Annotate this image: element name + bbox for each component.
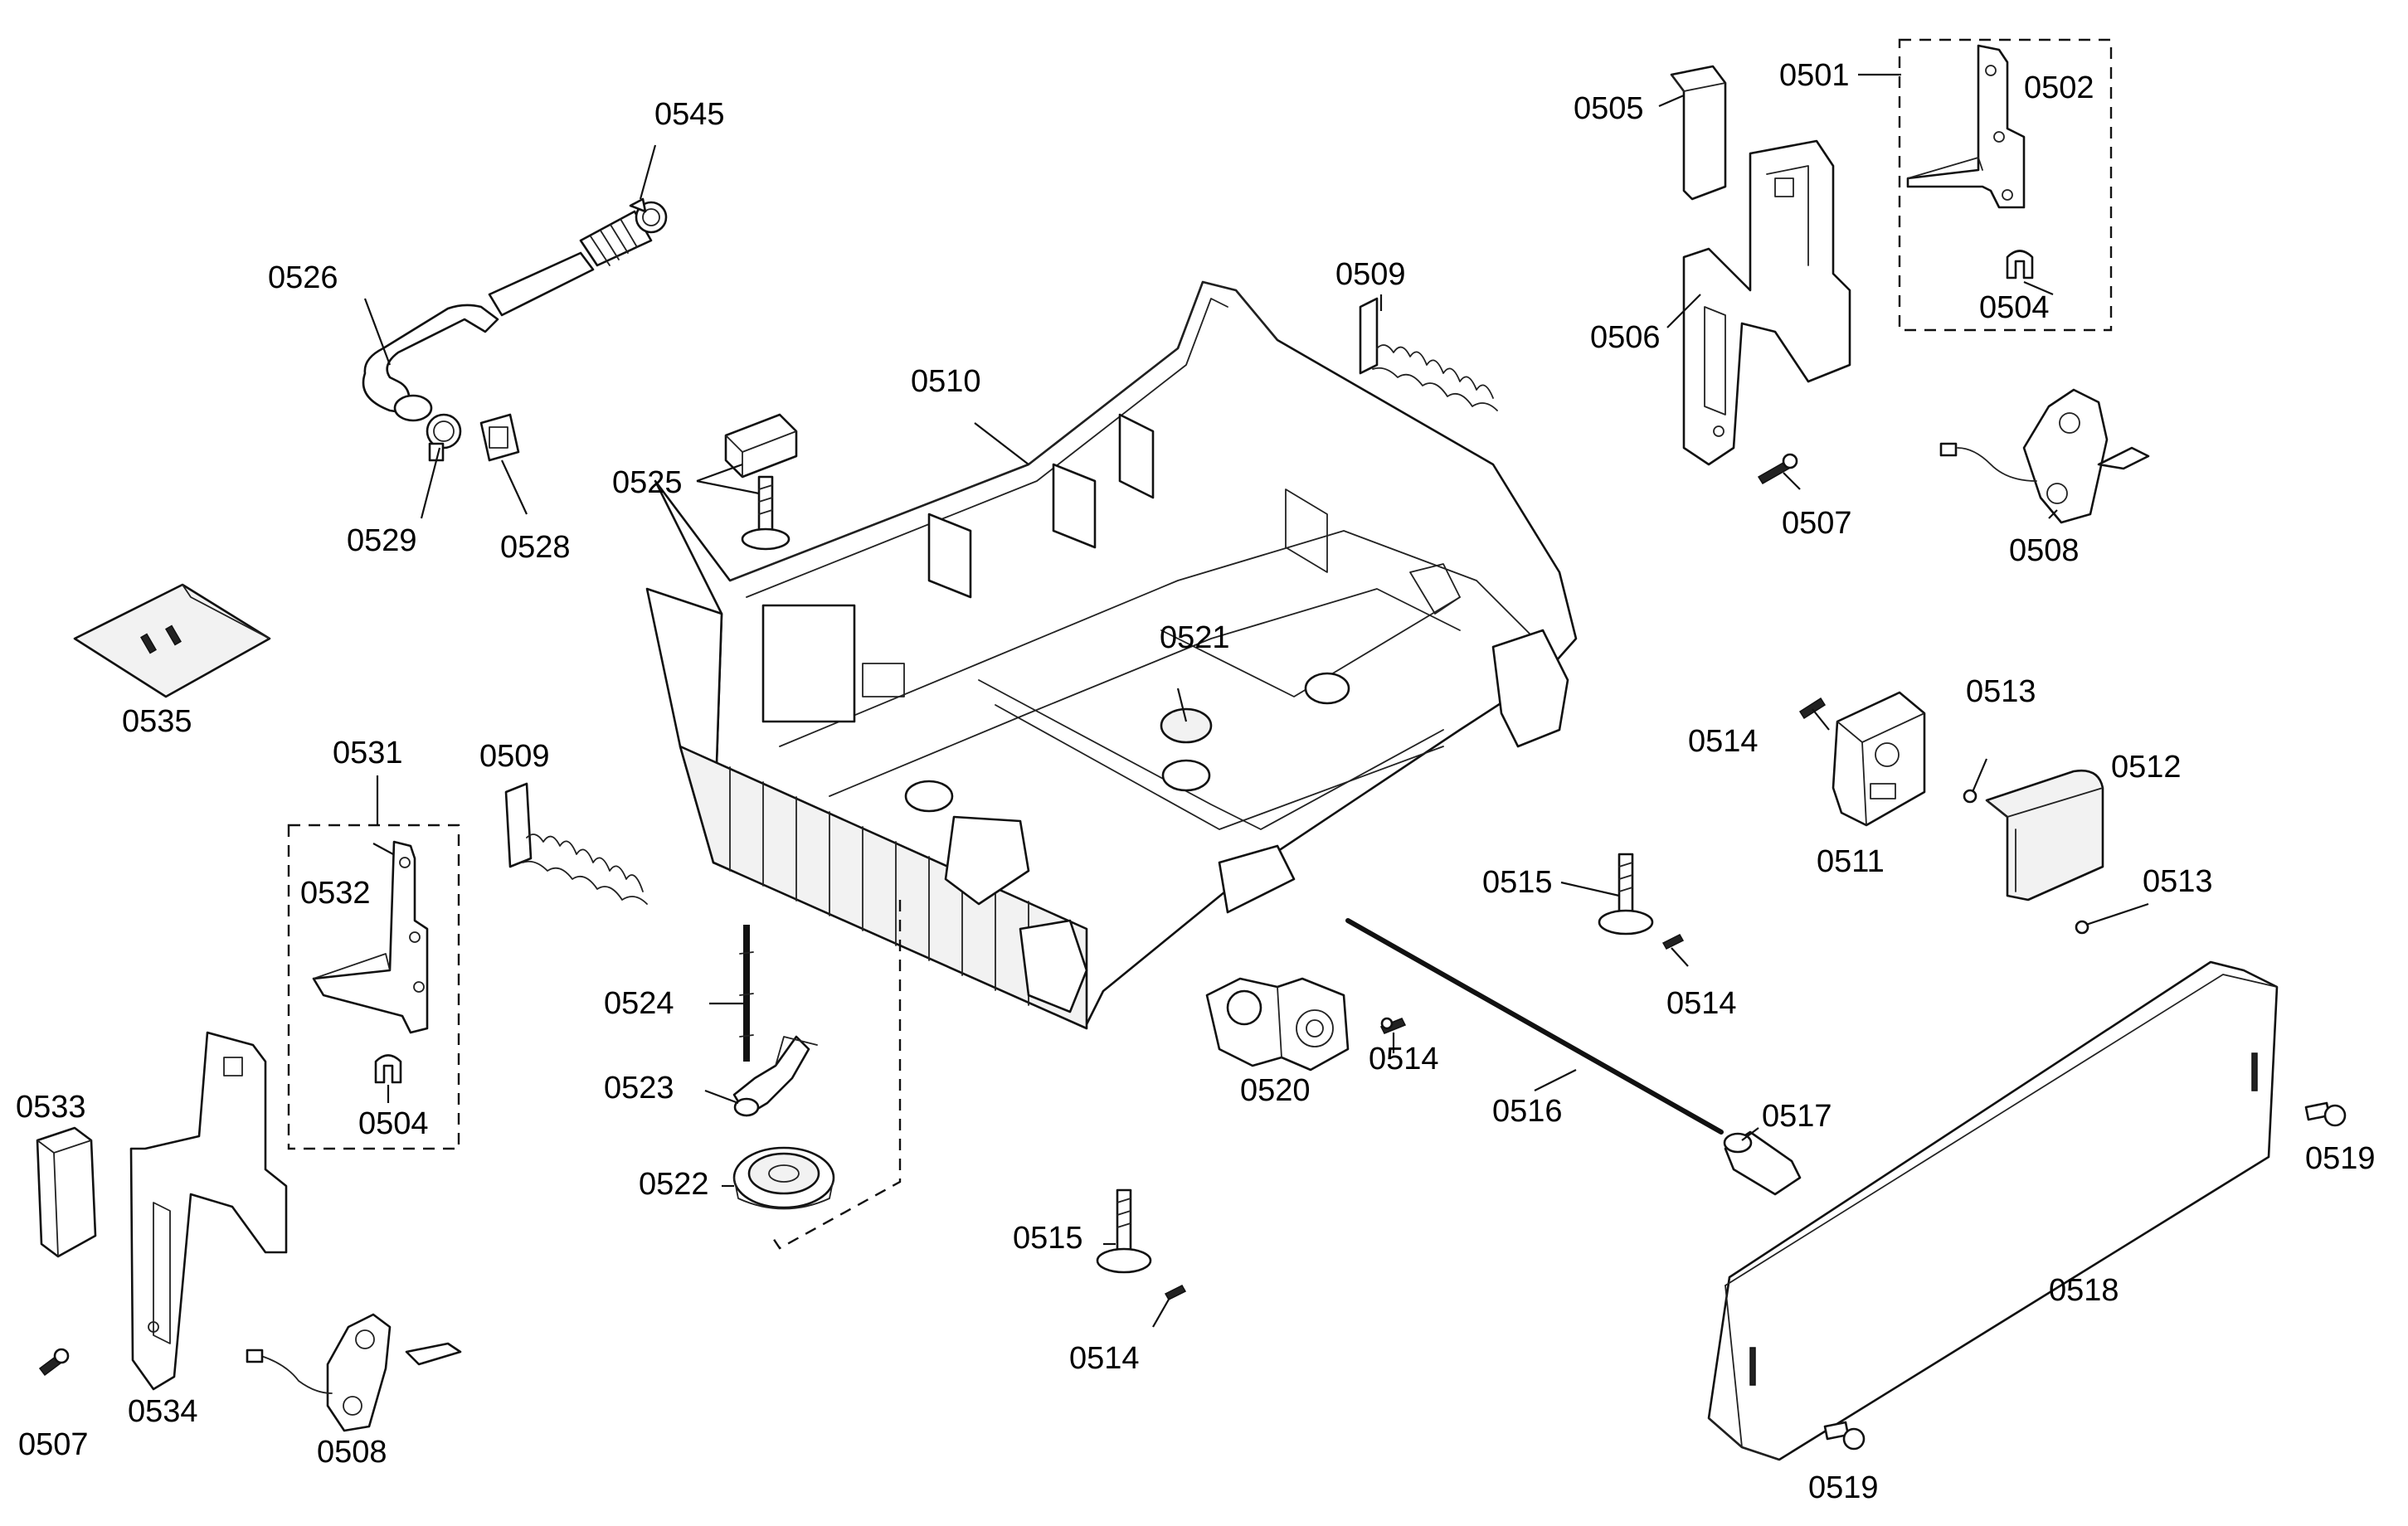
hinge-kit-box-0501 (1898, 38, 2113, 332)
callout-0514-right: 0514 (1666, 986, 1737, 1021)
float-assembly-dashed-leader (771, 900, 902, 1250)
part-hinge-0502 (1906, 44, 2026, 209)
part-counterweight-0508-lower (246, 1313, 462, 1432)
callout-0513-upper: 0513 (1966, 674, 2036, 709)
callout-0505: 0505 (1574, 91, 1644, 126)
callout-0526: 0526 (268, 260, 338, 295)
part-clip-0504-lower (374, 1054, 402, 1084)
callout-0531: 0531 (333, 736, 403, 770)
callout-0518: 0518 (2049, 1273, 2119, 1308)
part-bumper-0517 (1723, 1130, 1802, 1196)
callout-0523: 0523 (604, 1071, 674, 1106)
leader-lines (363, 73, 2149, 1328)
callout-0514-valve: 0514 (1369, 1042, 1439, 1076)
part-screw-0507-upper (1757, 453, 1798, 485)
part-clip-0504-upper (2006, 250, 2034, 279)
part-screw-0507-lower (38, 1348, 70, 1377)
part-kickplate-0518 (1707, 960, 2279, 1461)
callout-0528: 0528 (500, 530, 571, 565)
part-screw-0519-bottom (1823, 1421, 1866, 1451)
part-screw-0514-valve (1379, 1017, 1407, 1034)
callout-0522: 0522 (639, 1167, 709, 1202)
callout-0514-lower: 0514 (1069, 1341, 1140, 1376)
callout-0534: 0534 (128, 1394, 198, 1429)
callout-0509-upper: 0509 (1335, 257, 1406, 292)
part-bracket-0534 (129, 1031, 288, 1391)
part-screw-0514-right (1661, 934, 1685, 950)
part-inlet-valve-0520 (1205, 977, 1350, 1072)
callout-0533: 0533 (16, 1090, 86, 1125)
callout-0545: 0545 (654, 97, 725, 132)
callout-0532: 0532 (300, 876, 371, 911)
part-screw-0519-right (2304, 1101, 2347, 1127)
callout-0504-upper: 0504 (1979, 290, 2050, 325)
callout-0513-lower: 0513 (2143, 864, 2213, 899)
callout-0521: 0521 (1160, 620, 1230, 655)
callout-0509-lower: 0509 (479, 739, 550, 774)
part-spring-0509-upper (1359, 297, 1498, 411)
part-drain-hose (362, 210, 653, 422)
callout-0502: 0502 (2024, 70, 2094, 105)
part-screw-0514-lower (1164, 1285, 1187, 1300)
callout-0529: 0529 (347, 523, 417, 558)
callout-0525: 0525 (612, 465, 683, 500)
callout-0507-lower: 0507 (18, 1427, 89, 1462)
callout-0506: 0506 (1590, 320, 1661, 355)
callout-labels: 0501 0502 0504 0505 0506 0507 0508 0509 … (16, 58, 2376, 1505)
part-cover-0512 (1985, 769, 2104, 902)
callout-0508-lower: 0508 (317, 1435, 387, 1470)
callout-0524: 0524 (604, 986, 674, 1021)
part-screw-0513-lower (2075, 920, 2089, 935)
callout-0501: 0501 (1779, 58, 1850, 93)
part-hose-clamp-0545 (629, 197, 668, 234)
callout-0519-right: 0519 (2305, 1141, 2376, 1176)
part-leveling-foot-0515-right (1598, 853, 1654, 936)
part-bracket-0506 (1682, 139, 1851, 466)
callout-0512: 0512 (2111, 750, 2182, 785)
callout-0515-right: 0515 (1482, 865, 1553, 900)
part-float-rod-0524 (739, 925, 754, 1062)
callout-0520: 0520 (1240, 1073, 1311, 1108)
part-float-0522 (732, 1146, 835, 1210)
part-rod-0516 (1345, 918, 1724, 1135)
part-hinge-0532 (312, 840, 429, 1034)
callout-0507-upper: 0507 (1782, 506, 1852, 541)
part-block-0525 (724, 413, 798, 479)
callout-0504-lower: 0504 (358, 1106, 429, 1141)
callout-0510: 0510 (911, 364, 981, 399)
part-control-housing-0511 (1832, 691, 1926, 827)
part-spring-0509-lower (504, 782, 648, 905)
part-counterweight-0508-upper (1939, 388, 2150, 524)
part-cover-0505 (1670, 65, 1727, 201)
part-hose-bracket-0528 (479, 413, 520, 462)
hinge-kit-box-0531 (287, 824, 460, 1150)
callout-0535: 0535 (122, 704, 192, 739)
part-cover-0533 (36, 1126, 97, 1258)
callout-0519-bottom: 0519 (1808, 1470, 1879, 1505)
callout-0517: 0517 (1762, 1099, 1832, 1134)
part-base-tub (645, 280, 1578, 1030)
callout-0515-lower: 0515 (1013, 1221, 1083, 1256)
part-parts-bag (73, 583, 271, 698)
callout-0514-upper: 0514 (1688, 724, 1759, 759)
part-screw-0514-upper (1798, 697, 1827, 720)
callout-0516: 0516 (1492, 1094, 1563, 1129)
part-screw-0513-upper (1963, 789, 1977, 804)
callout-0508-upper: 0508 (2009, 533, 2080, 568)
part-leveling-foot-0525 (741, 475, 791, 551)
part-leveling-foot-0515-lower (1096, 1188, 1152, 1274)
callout-0511: 0511 (1817, 844, 1885, 879)
part-float-switch-0523 (732, 1035, 818, 1117)
